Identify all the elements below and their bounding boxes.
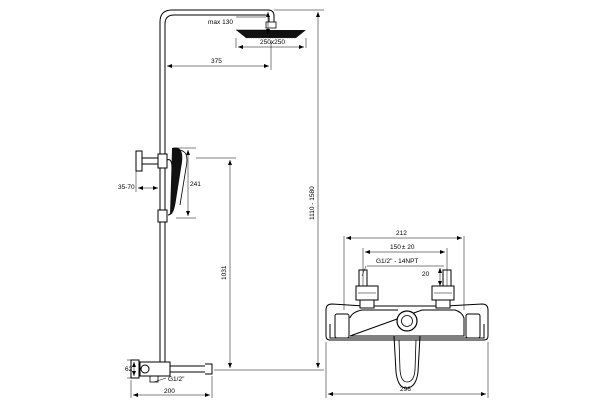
dimension-arm-length: 375 bbox=[164, 42, 272, 70]
handshower-length-label: 241 bbox=[190, 181, 201, 188]
dimension-mixer-width: 296 bbox=[325, 342, 489, 398]
column-mixer bbox=[130, 359, 213, 383]
dimension-rail-height: 1031 bbox=[196, 157, 236, 368]
dimension-max-height: max 130 bbox=[208, 12, 270, 34]
dimension-outlet-thread: G1/2" bbox=[153, 376, 185, 383]
spout-length-label: 200 bbox=[164, 388, 175, 395]
centers-value: 150 bbox=[390, 244, 401, 251]
rail-height-label: 1031 bbox=[221, 265, 228, 280]
dimension-total-height: 1110 - 1580 bbox=[214, 9, 324, 371]
dimension-spout-length: 200 bbox=[130, 376, 213, 398]
outlet-thread-label: G1/2" bbox=[168, 376, 185, 383]
thermostatic-mixer bbox=[325, 269, 489, 389]
dimension-bracket-range: 35-70 bbox=[118, 171, 161, 192]
connection-thread-label: G1/2" - 14NPT bbox=[376, 258, 418, 265]
head-size-label: 250x250 bbox=[260, 39, 285, 46]
body-height-label: 62 bbox=[125, 366, 133, 373]
dimension-body-height: 62 bbox=[125, 359, 138, 379]
dimension-connection-depth: 20 bbox=[422, 268, 442, 286]
dimension-centers: 150± 20 bbox=[362, 244, 448, 286]
centers-tolerance: ± 20 bbox=[402, 244, 415, 251]
mixer-width-label: 296 bbox=[400, 386, 411, 393]
centers-label: 150± 20 bbox=[390, 244, 415, 251]
dimension-handshower-length: 241 bbox=[176, 147, 201, 219]
dimension-mixer-top-width: 212 bbox=[343, 230, 465, 310]
total-height-label: 1110 - 1580 bbox=[309, 186, 316, 220]
connection-depth-label: 20 bbox=[422, 271, 430, 278]
bracket-range-label: 35-70 bbox=[118, 184, 135, 191]
shower-head bbox=[236, 30, 306, 39]
hand-shower bbox=[135, 147, 188, 223]
max-height-label: max 130 bbox=[208, 19, 233, 26]
mixer-top-width-label: 212 bbox=[396, 230, 407, 237]
dimension-connection-thread: G1/2" - 14NPT bbox=[361, 258, 444, 277]
arm-length-label: 375 bbox=[211, 58, 222, 65]
